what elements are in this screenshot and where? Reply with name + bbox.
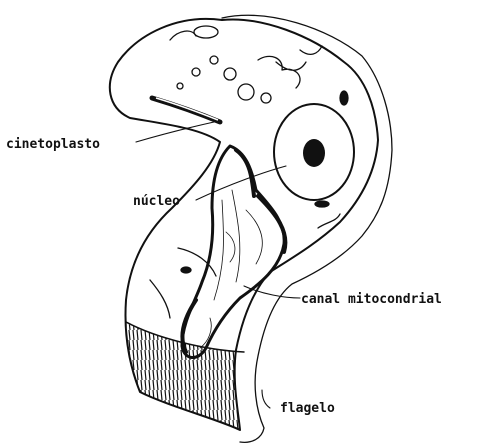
label-flagellum: flagelo xyxy=(280,401,335,416)
label-nucleus: núcleo xyxy=(133,194,180,209)
kinetoplast xyxy=(152,98,220,122)
mitochondrial-canal xyxy=(182,146,284,358)
label-mito-canal: canal mitocondrial xyxy=(301,292,442,307)
hatched-base xyxy=(110,320,246,448)
nucleolus xyxy=(303,139,325,167)
canal-inner-fibres xyxy=(200,190,262,348)
outer-membrane xyxy=(222,15,392,442)
leader-nucleus xyxy=(196,166,286,200)
leader-flagellum xyxy=(262,390,270,408)
label-kinetoplast: cinetoplasto xyxy=(6,137,100,152)
kinetoplast-inner xyxy=(156,98,218,120)
